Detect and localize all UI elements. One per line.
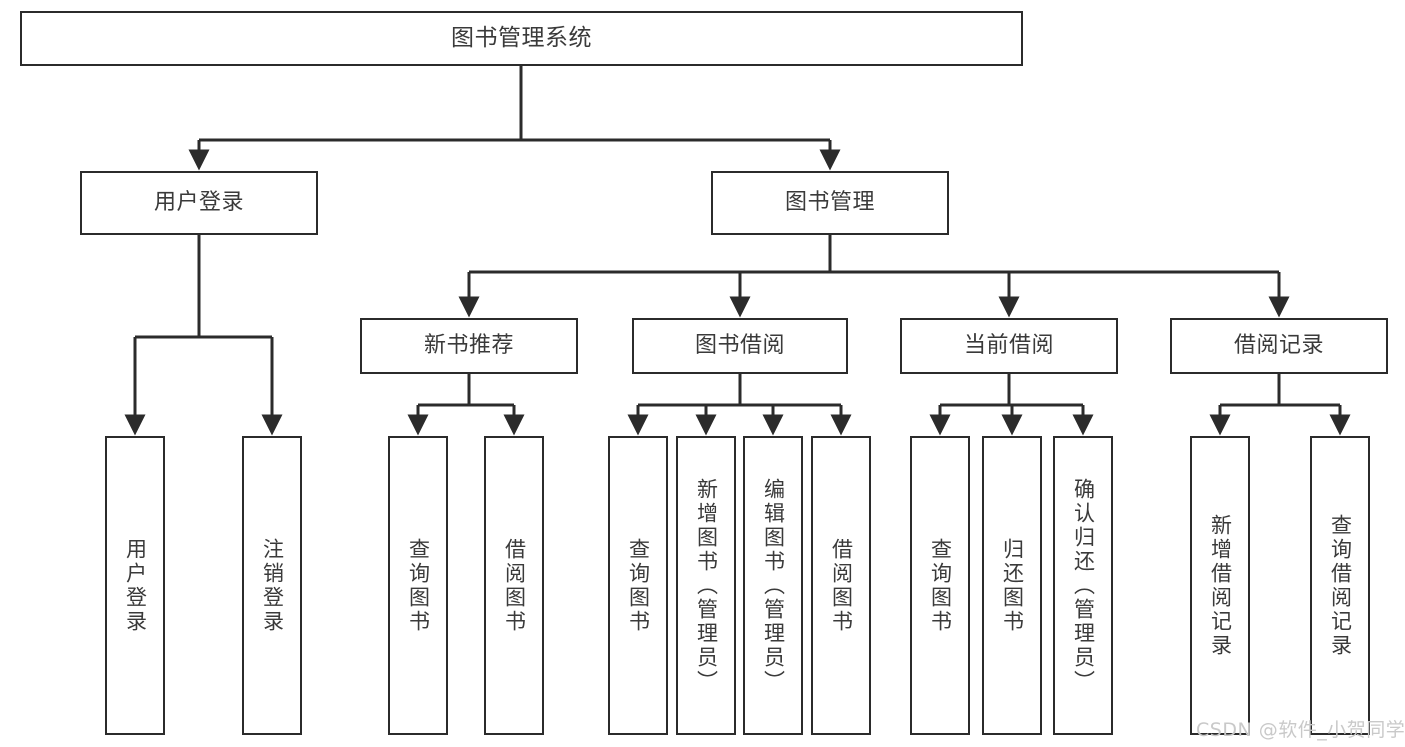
leaf-user-login[interactable]: 用户登录	[105, 436, 165, 735]
node-book-manage[interactable]: 图书管理	[711, 171, 949, 235]
csdn-watermark: CSDN @软件_小贺同学	[1196, 719, 1405, 741]
leaf-add-book[interactable]: 新增图书（管理员）	[676, 436, 736, 735]
node-borrow-record[interactable]: 借阅记录	[1170, 318, 1388, 374]
node-new-book-recommend[interactable]: 新书推荐	[360, 318, 578, 374]
leaf-query-book-1[interactable]: 查询图书	[388, 436, 448, 735]
leaf-confirm-return[interactable]: 确认归还（管理员）	[1053, 436, 1113, 735]
node-root[interactable]: 图书管理系统	[20, 11, 1023, 66]
node-current-borrow[interactable]: 当前借阅	[900, 318, 1118, 374]
leaf-return-book[interactable]: 归还图书	[982, 436, 1042, 735]
node-user-login[interactable]: 用户登录	[80, 171, 318, 235]
node-book-borrow[interactable]: 图书借阅	[632, 318, 848, 374]
leaf-add-borrow-record[interactable]: 新增借阅记录	[1190, 436, 1250, 735]
leaf-borrow-book-1[interactable]: 借阅图书	[484, 436, 544, 735]
leaf-query-book-3[interactable]: 查询图书	[910, 436, 970, 735]
leaf-borrow-book-2[interactable]: 借阅图书	[811, 436, 871, 735]
leaf-query-borrow-record[interactable]: 查询借阅记录	[1310, 436, 1370, 735]
leaf-query-book-2[interactable]: 查询图书	[608, 436, 668, 735]
leaf-logout-login[interactable]: 注销登录	[242, 436, 302, 735]
leaf-edit-book[interactable]: 编辑图书（管理员）	[743, 436, 803, 735]
